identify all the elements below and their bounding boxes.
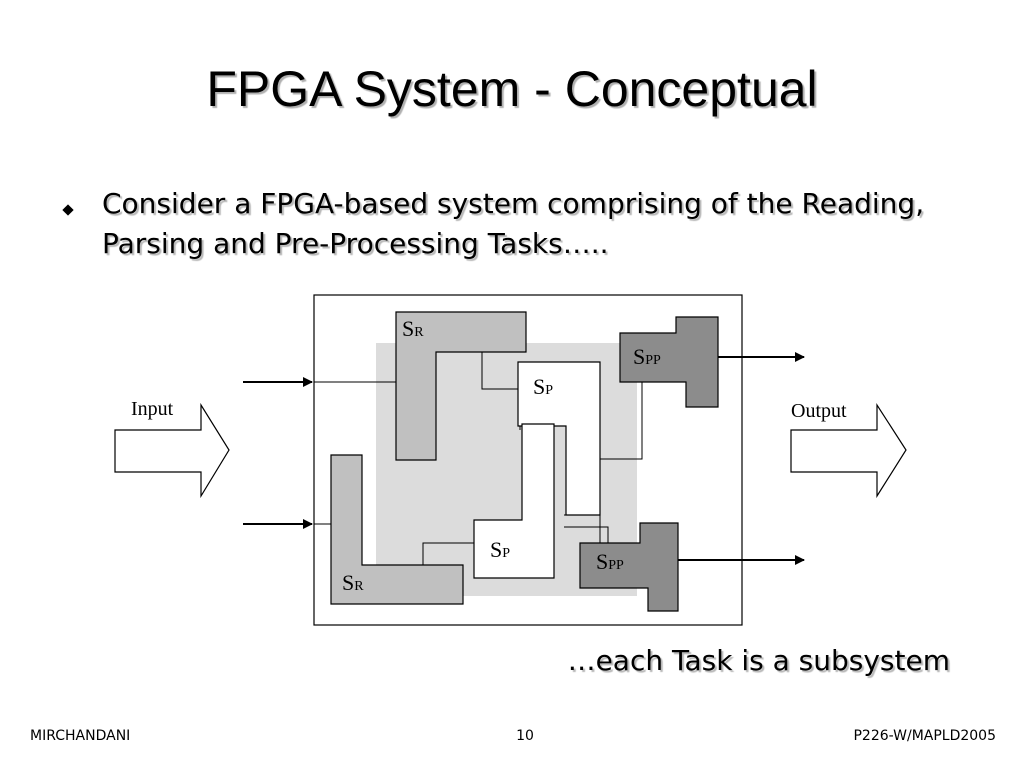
external-arrows	[243, 352, 805, 565]
sr-top-block	[395, 311, 527, 461]
slide-title: FPGA System - Conceptual	[206, 61, 818, 117]
sp-top-block	[517, 361, 601, 516]
input-block-arrow-icon	[114, 402, 230, 499]
sr-bottom-block	[330, 454, 464, 605]
sr-bottom-label: SR	[342, 570, 364, 595]
sr-top-label: SR	[402, 316, 424, 341]
spp-bottom-label: SPP	[596, 549, 624, 574]
spp-top-label: SPP	[633, 344, 661, 369]
spp-top-block	[619, 316, 719, 408]
input-label: Input	[131, 398, 174, 420]
footer-author: MIRCHANDANI	[30, 728, 131, 744]
output-block-arrow-icon	[790, 402, 907, 499]
output-label: Output	[791, 400, 847, 422]
spp-bottom-block	[579, 522, 679, 612]
footer-page-number: 10	[516, 728, 534, 744]
sp-bottom-label: SP	[490, 537, 510, 562]
footer-event: P226-W/MAPLD2005	[853, 728, 996, 744]
sp-top-label: SP	[533, 374, 553, 399]
sp-bottom-block	[473, 423, 555, 579]
bullet-text: Consider a FPGA-based system comprising …	[102, 187, 925, 260]
subsystem-caption: …each Task is a subsystem	[567, 644, 950, 677]
